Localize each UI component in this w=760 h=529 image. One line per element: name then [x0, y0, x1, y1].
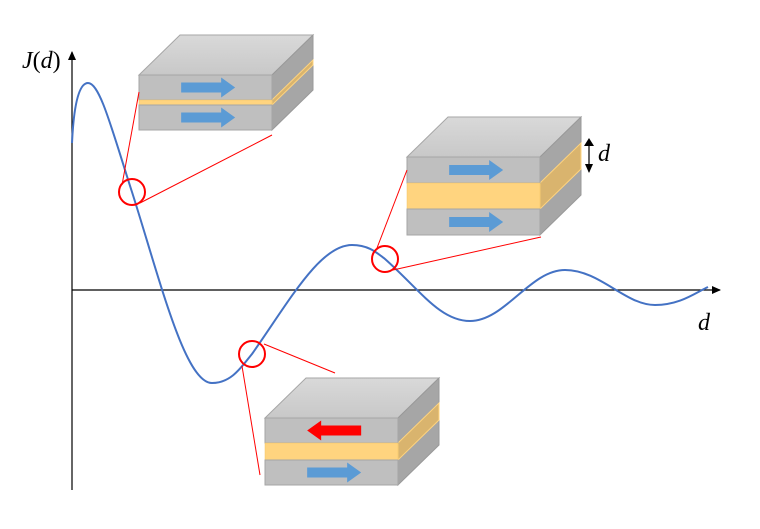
- top-moment-arrow-icon: [181, 77, 236, 98]
- trilayer-block-thin-spacer-parallel: [137, 33, 315, 132]
- spacer-layer: [406, 182, 541, 210]
- thickness-label: d: [598, 141, 611, 167]
- thickness-indicator: d: [584, 138, 611, 173]
- trilayer-block-medium-spacer-antiparallel: [263, 376, 441, 487]
- spacer-layer: [264, 442, 399, 461]
- highlight-circle-thin: [118, 178, 146, 206]
- bottom-moment-arrow-icon: [449, 212, 504, 232]
- spacer-layer: [138, 99, 273, 106]
- bottom-moment-arrow-icon: [181, 107, 236, 128]
- x-axis-label: d: [698, 310, 711, 336]
- highlight-circle-thick: [371, 245, 399, 273]
- bottom-magnetic-layer: [406, 208, 541, 236]
- leader-lines: [121, 91, 542, 476]
- highlight-circle-antiparallel: [238, 340, 266, 368]
- bottom-moment-arrow-icon: [307, 462, 362, 483]
- coupling-curve: [71, 81, 709, 385]
- y-axis-label: J(d): [22, 48, 61, 74]
- trilayer-block-thick-spacer-parallel: [405, 115, 583, 237]
- top-moment-arrow-icon: [307, 420, 362, 441]
- top-moment-arrow-icon: [449, 160, 504, 180]
